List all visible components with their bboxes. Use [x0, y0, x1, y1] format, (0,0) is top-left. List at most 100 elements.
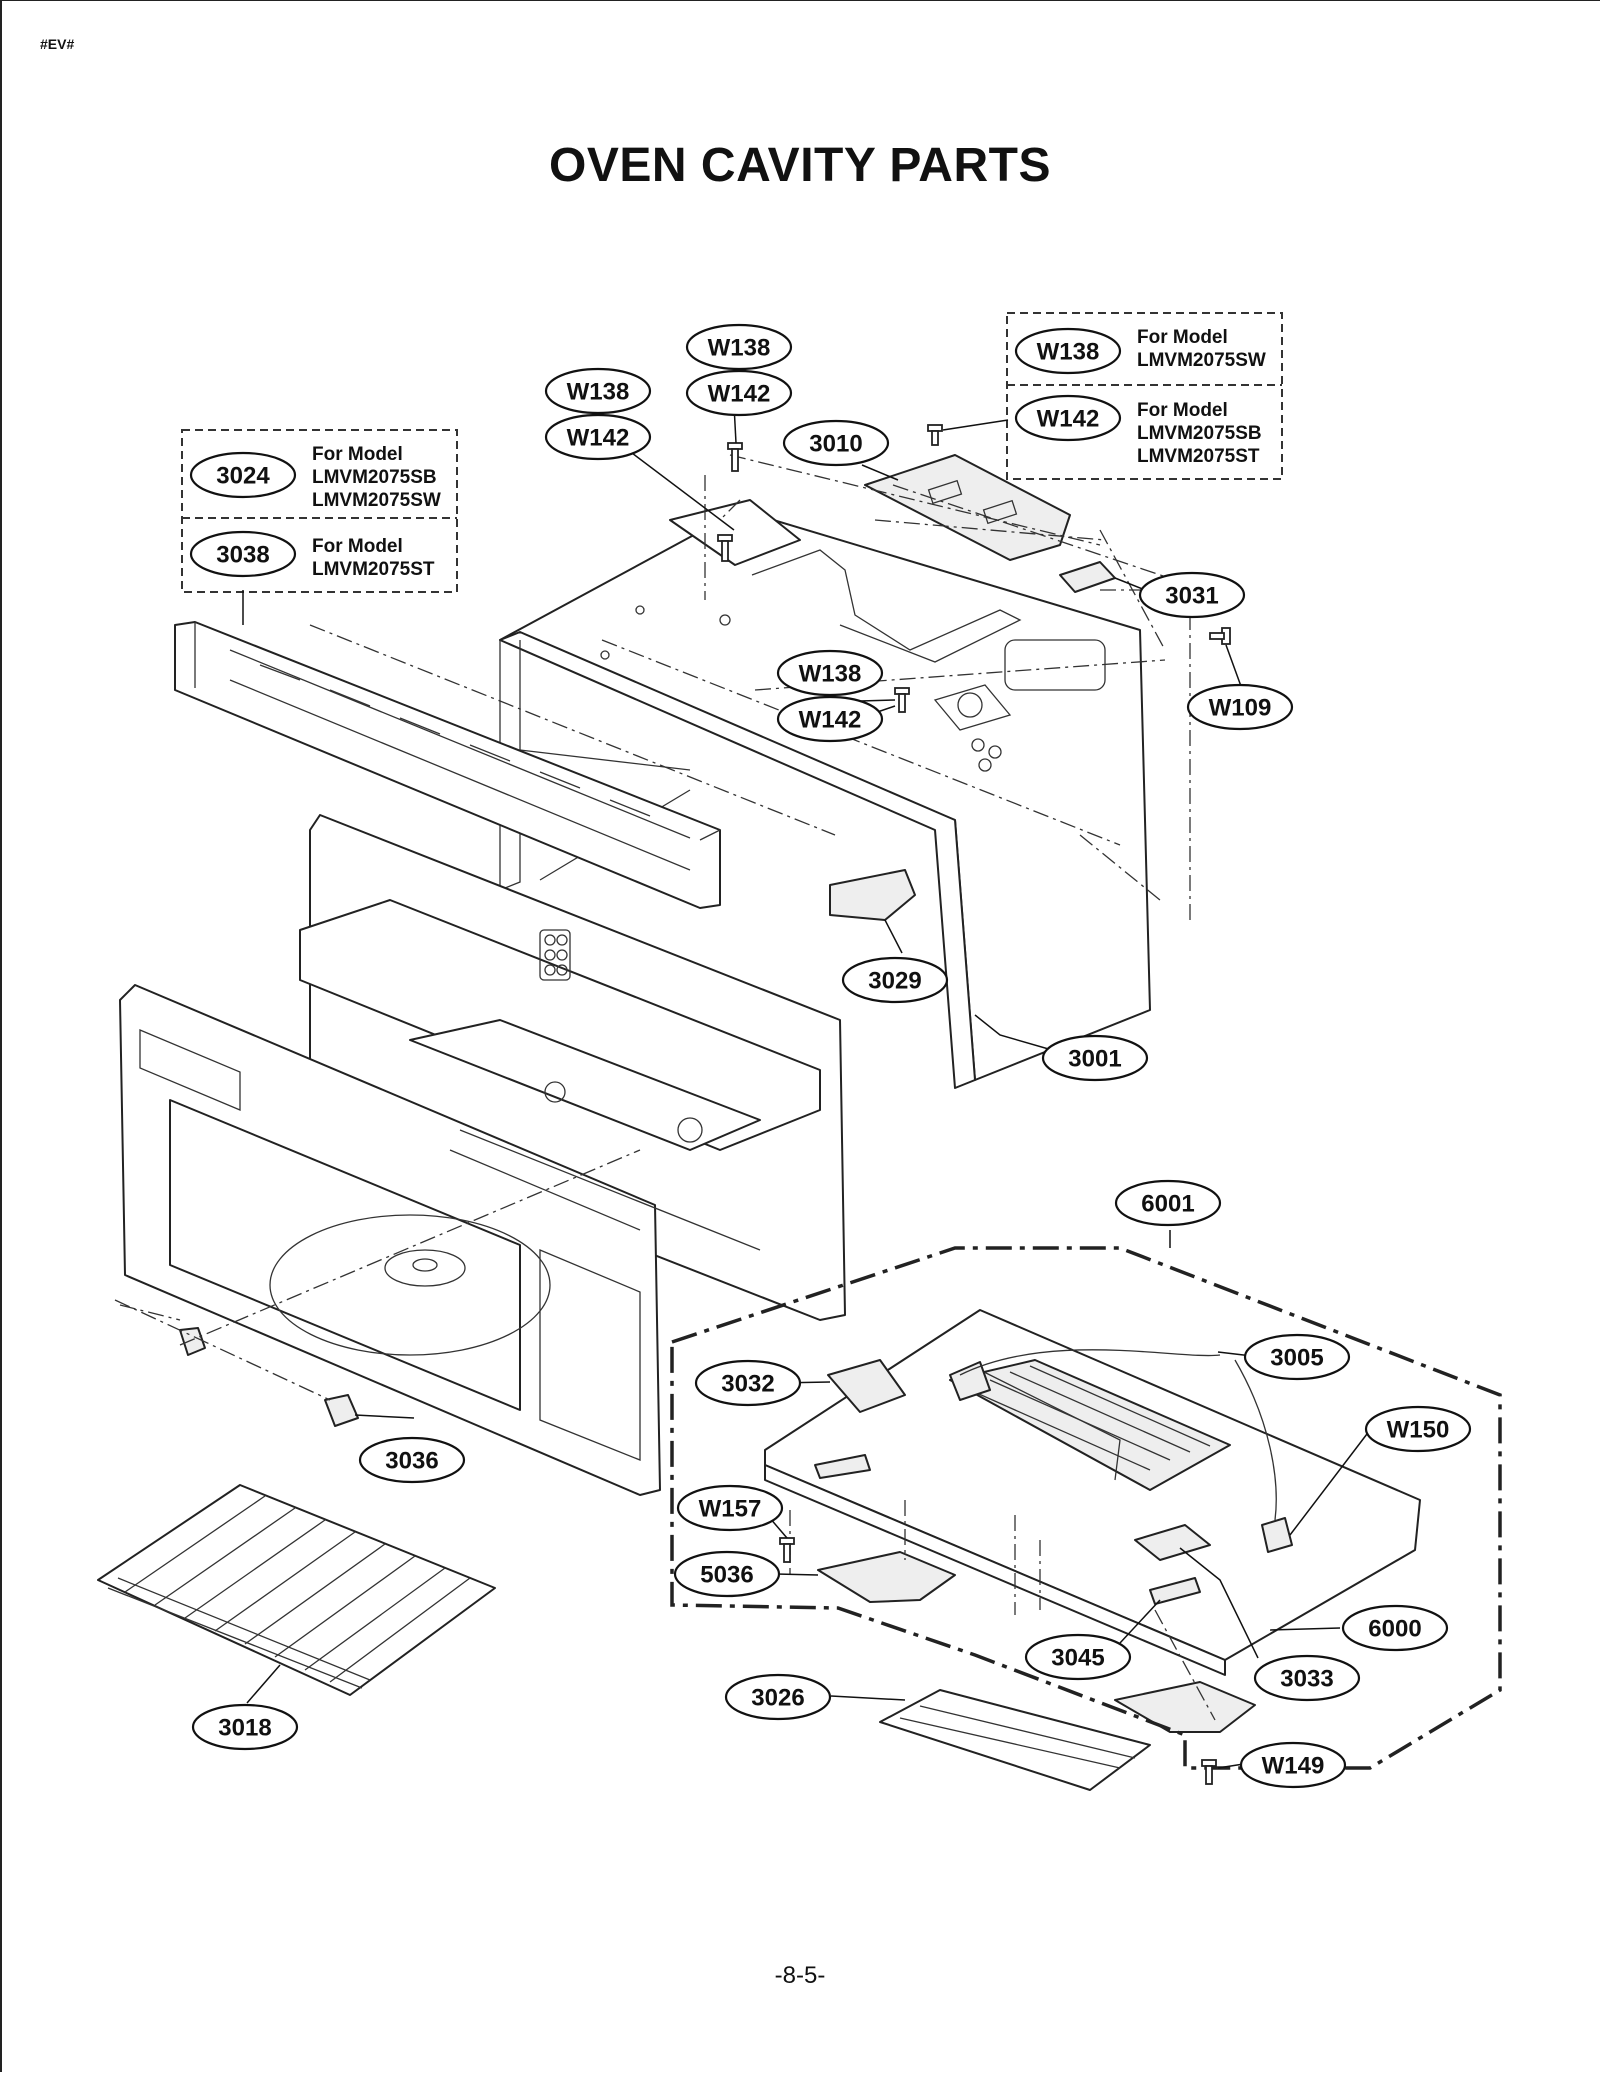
label-text-3024: 3024 [216, 463, 270, 490]
lever-3045 [1149, 1577, 1201, 1605]
screw-w109 [1209, 627, 1231, 645]
screw-w142-bracket [927, 424, 943, 446]
page-title: OVEN CAVITY PARTS [549, 139, 1051, 192]
part-label-W138-top: W138 [685, 323, 793, 371]
part-label-W150: W150 [1364, 1405, 1472, 1453]
part-label-W109: W109 [1186, 683, 1294, 731]
model-note-3038: For Model LMVM2075ST [312, 536, 435, 580]
part-label-3031: 3031 [1138, 571, 1246, 619]
label-text-3005: 3005 [1270, 1345, 1323, 1372]
cover-3032 [827, 1359, 906, 1413]
part-3036 [324, 1394, 359, 1427]
part-label-5036: 5036 [673, 1550, 781, 1598]
note-model: LMVM2075SB [312, 467, 437, 488]
label-text-3026: 3026 [751, 1685, 804, 1712]
label-text-w138: W138 [799, 661, 862, 688]
grease-filter-3026 [879, 1689, 1151, 1791]
lever-left [814, 1454, 871, 1479]
part-label-3010: 3010 [782, 419, 890, 467]
part-label-3024: 3024 [189, 451, 297, 499]
note-heading: For Model [1137, 400, 1228, 421]
screw-w138-w142-top [727, 442, 743, 472]
part-label-3029: 3029 [841, 956, 949, 1004]
model-note-3024: For Model LMVM2075SB LMVM2075SW [312, 444, 441, 511]
model-note-w142: For Model LMVM2075SB LMVM2075ST [1137, 400, 1262, 467]
model-note-box-right [1006, 312, 1283, 480]
label-text-3038: 3038 [216, 542, 269, 569]
oven-rack-3018 [97, 1484, 496, 1696]
bottom-plate-6000 [764, 1309, 1421, 1676]
foot-left [179, 1327, 206, 1356]
label-text-6000: 6000 [1368, 1616, 1421, 1643]
label-text-w138: W138 [567, 379, 630, 406]
part-label-3018: 3018 [191, 1703, 299, 1751]
model-note-box-left [181, 429, 458, 593]
part-label-W157: W157 [676, 1484, 784, 1532]
note-heading: For Model [312, 444, 403, 465]
part-label-W142-box: W142 [1014, 394, 1122, 442]
label-text-w142: W142 [567, 425, 630, 452]
part-label-6000: 6000 [1341, 1604, 1449, 1652]
label-text-w142: W142 [799, 707, 862, 734]
part-label-3032: 3032 [694, 1359, 802, 1407]
screws [717, 424, 1231, 1785]
page-number: -8-5- [774, 1962, 826, 1989]
part-label-3026: 3026 [724, 1673, 832, 1721]
part-label-3033: 3033 [1253, 1654, 1361, 1702]
label-text-w150: W150 [1387, 1417, 1450, 1444]
part-label-3005: 3005 [1243, 1333, 1351, 1381]
label-text-w109: W109 [1209, 695, 1272, 722]
assembly-6001-boundary [670, 1246, 1502, 1770]
label-text-3010: 3010 [809, 431, 862, 458]
note-model: LMVM2075SW [312, 490, 441, 511]
label-text-w138: W138 [1037, 339, 1100, 366]
part-label-W138-left: W138 [544, 367, 652, 415]
note-heading: For Model [1137, 327, 1228, 348]
screw-w142-middle [717, 534, 733, 562]
label-text-3029: 3029 [868, 968, 921, 995]
part-label-W142-middle: W142 [776, 695, 884, 743]
outer-case-3001 [499, 499, 1151, 1089]
bracket-3033 [1134, 1524, 1211, 1561]
label-text-3018: 3018 [218, 1715, 271, 1742]
front-frame [119, 984, 761, 1496]
screw-w149 [1201, 1759, 1217, 1785]
part-label-W142-top: W142 [685, 369, 793, 417]
screw-w138-w142-right [894, 687, 910, 713]
lamp-cover-5036 [817, 1551, 956, 1603]
lamp-cover-right [1114, 1681, 1256, 1733]
label-text-w149: W149 [1262, 1753, 1325, 1780]
part-label-3001: 3001 [1041, 1034, 1149, 1082]
screw-w157 [779, 1537, 795, 1563]
header-tag: #EV# [40, 36, 75, 52]
label-text-3032: 3032 [721, 1371, 774, 1398]
label-text-w142: W142 [1037, 406, 1100, 433]
top-bracket-3010 [864, 454, 1071, 561]
part-label-3036: 3036 [358, 1436, 466, 1484]
note-model: LMVM2075SB [1137, 423, 1262, 444]
part-label-3045: 3045 [1024, 1633, 1132, 1681]
label-text-w142: W142 [708, 381, 771, 408]
clip-3031 [1059, 561, 1116, 593]
note-model: LMVM2075ST [312, 559, 435, 580]
note-heading: For Model [312, 536, 403, 557]
label-text-3036: 3036 [385, 1448, 438, 1475]
label-text-5036: 5036 [700, 1562, 753, 1589]
label-text-3033: 3033 [1280, 1666, 1333, 1693]
front-grille-3024-3038 [174, 621, 721, 909]
part-label-W142-left: W142 [544, 413, 652, 461]
label-text-w157: W157 [699, 1496, 762, 1523]
note-model: LMVM2075ST [1137, 446, 1260, 467]
label-text-3001: 3001 [1068, 1046, 1121, 1073]
part-label-6001: 6001 [1114, 1179, 1222, 1227]
part-label-3038: 3038 [189, 530, 297, 578]
part-label-W138-box: W138 [1014, 327, 1122, 375]
label-text-3045: 3045 [1051, 1645, 1104, 1672]
part-label-W138-middle: W138 [776, 649, 884, 697]
note-model: LMVM2075SW [1137, 350, 1266, 371]
bracket-3029 [829, 869, 916, 921]
label-text-3031: 3031 [1165, 583, 1218, 610]
